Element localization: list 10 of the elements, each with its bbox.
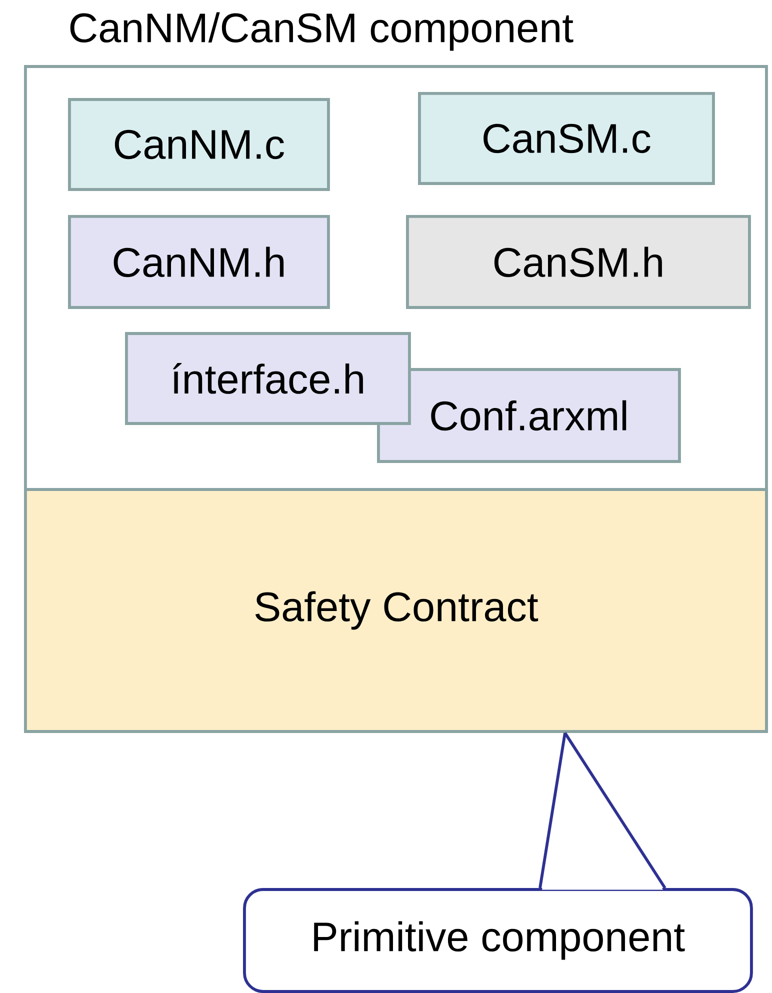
file-box: Conf.arxml bbox=[377, 368, 681, 463]
callout-box: Primitive component bbox=[243, 888, 753, 993]
safety-contract-band: Safety Contract bbox=[24, 488, 768, 733]
file-box: ínterface.h bbox=[125, 332, 411, 425]
file-box: CanSM.h bbox=[406, 215, 751, 309]
component-title: CanNM/CanSM component bbox=[70, 12, 574, 51]
file-box: CanNM.h bbox=[68, 215, 330, 309]
callout-pointer bbox=[538, 731, 666, 890]
file-box: CanSM.c bbox=[418, 92, 715, 185]
file-box: CanNM.c bbox=[68, 98, 330, 191]
